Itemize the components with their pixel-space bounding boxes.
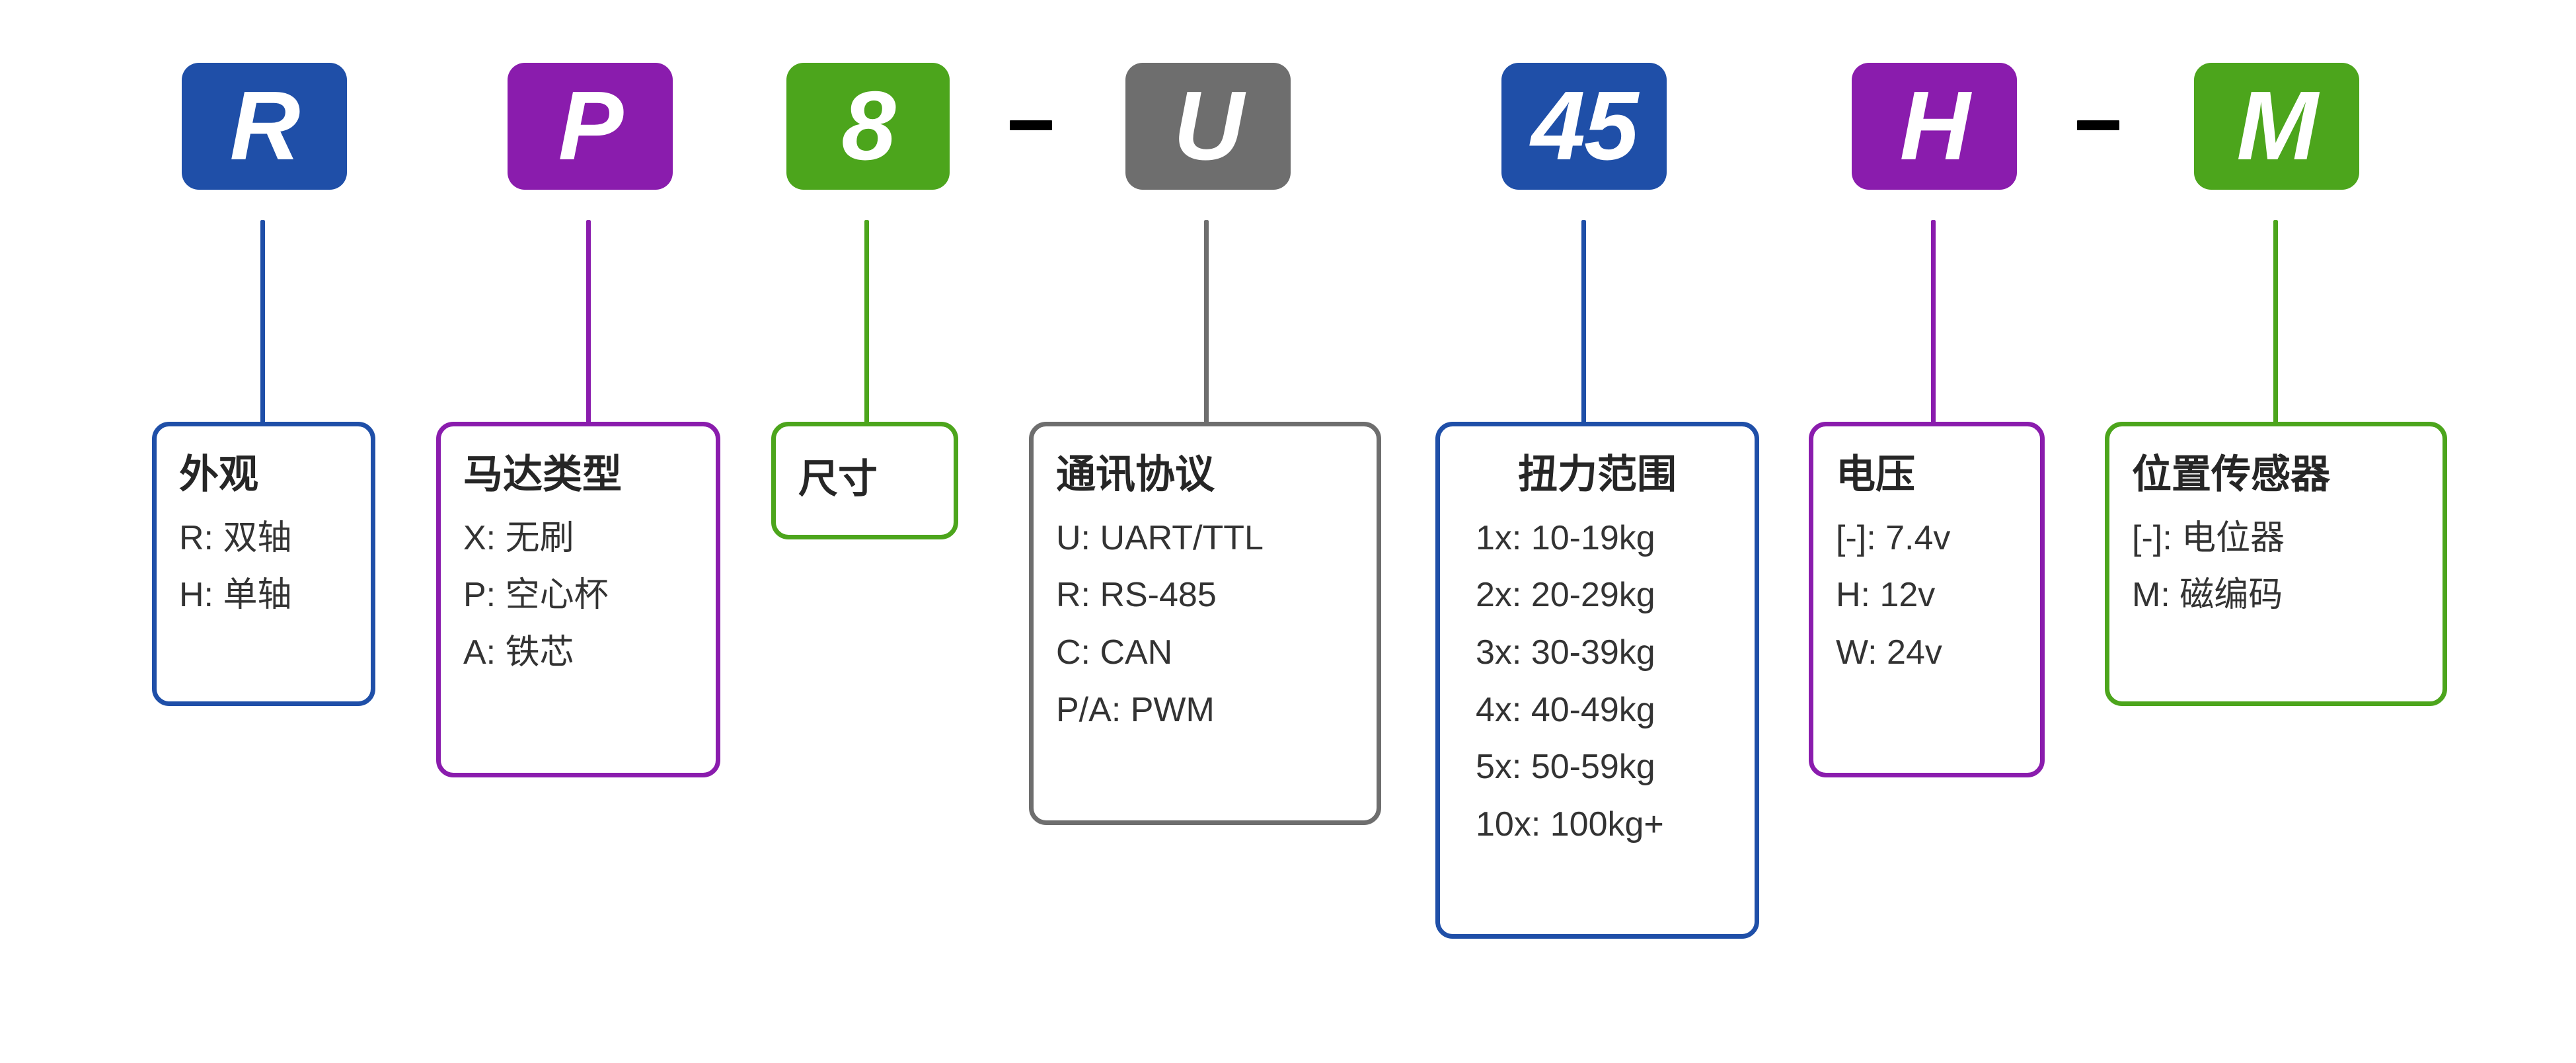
spec-card-motor-type[interactable]: 马达类型 X: 无刷 P: 空心杯 A: 铁芯 [436, 422, 720, 777]
card-title: 外观 [179, 452, 258, 496]
code-separator-0 [1010, 120, 1052, 130]
code-badge-0[interactable]: R [182, 63, 347, 190]
connector-line-4 [1581, 220, 1586, 425]
card-item-list: U: UART/TTL R: RS-485 C: CAN P/A: PWM [1056, 516, 1354, 733]
connector-line-5 [1931, 220, 1936, 425]
code-badge-1[interactable]: P [508, 63, 673, 190]
card-item: X: 无刷 [463, 518, 574, 557]
card-item: R: 双轴 [179, 518, 292, 557]
code-badge-3[interactable]: U [1125, 63, 1291, 190]
card-item: M: 磁编码 [2132, 576, 2283, 615]
code-badge-6[interactable]: M [2194, 63, 2359, 190]
connector-line-6 [2273, 220, 2278, 425]
card-item: P: 空心杯 [463, 576, 609, 615]
card-item: 1x: 10-19kg [1476, 518, 1655, 557]
spec-card-torque-range[interactable]: 扭力范围 1x: 10-19kg 2x: 20-29kg 3x: 30-39kg… [1435, 422, 1759, 939]
card-item: 10x: 100kg+ [1476, 805, 1664, 844]
spec-card-comm-protocol[interactable]: 通讯协议 U: UART/TTL R: RS-485 C: CAN P/A: P… [1029, 422, 1381, 825]
card-item: A: 铁芯 [463, 633, 574, 672]
card-title: 尺寸 [798, 456, 878, 501]
card-item: R: RS-485 [1056, 576, 1217, 615]
card-item: 2x: 20-29kg [1476, 576, 1655, 615]
card-title: 马达类型 [463, 452, 622, 496]
card-item-list: [-]: 电位器 M: 磁编码 [2132, 516, 2420, 618]
card-item-list: 1x: 10-19kg 2x: 20-29kg 3x: 30-39kg 4x: … [1462, 516, 1732, 847]
card-title: 位置传感器 [2132, 452, 2330, 496]
code-badge-5[interactable]: H [1852, 63, 2017, 190]
card-item: C: CAN [1056, 633, 1173, 672]
card-item: 5x: 50-59kg [1476, 748, 1655, 787]
connector-line-3 [1204, 220, 1209, 425]
card-item: 3x: 30-39kg [1476, 633, 1655, 672]
spec-card-appearance[interactable]: 外观 R: 双轴 H: 单轴 [152, 422, 375, 706]
card-item: W: 24v [1836, 633, 1942, 672]
connector-line-0 [260, 220, 265, 425]
spec-card-voltage[interactable]: 电压 [-]: 7.4v H: 12v W: 24v [1809, 422, 2045, 777]
card-title: 通讯协议 [1056, 452, 1215, 496]
code-separator-1 [2077, 120, 2119, 130]
card-item-list: X: 无刷 P: 空心杯 A: 铁芯 [463, 516, 693, 676]
card-item: H: 12v [1836, 576, 1936, 615]
card-title: 电压 [1836, 452, 1915, 496]
card-item: U: UART/TTL [1056, 518, 1264, 557]
connector-line-2 [864, 220, 869, 425]
card-item: 4x: 40-49kg [1476, 690, 1655, 729]
spec-card-position-sensor[interactable]: 位置传感器 [-]: 电位器 M: 磁编码 [2105, 422, 2447, 706]
card-item: [-]: 电位器 [2132, 518, 2285, 557]
code-badge-4[interactable]: 45 [1501, 63, 1667, 190]
card-item-list: R: 双轴 H: 单轴 [179, 516, 348, 618]
code-badge-2[interactable]: 8 [786, 63, 950, 190]
spec-card-size[interactable]: 尺寸 [771, 422, 958, 539]
connector-line-1 [586, 220, 591, 425]
card-item: P/A: PWM [1056, 690, 1215, 729]
card-item: H: 单轴 [179, 576, 292, 615]
card-title: 扭力范围 [1518, 452, 1677, 496]
card-item: [-]: 7.4v [1836, 518, 1951, 557]
card-item-list: [-]: 7.4v H: 12v W: 24v [1836, 516, 2018, 676]
